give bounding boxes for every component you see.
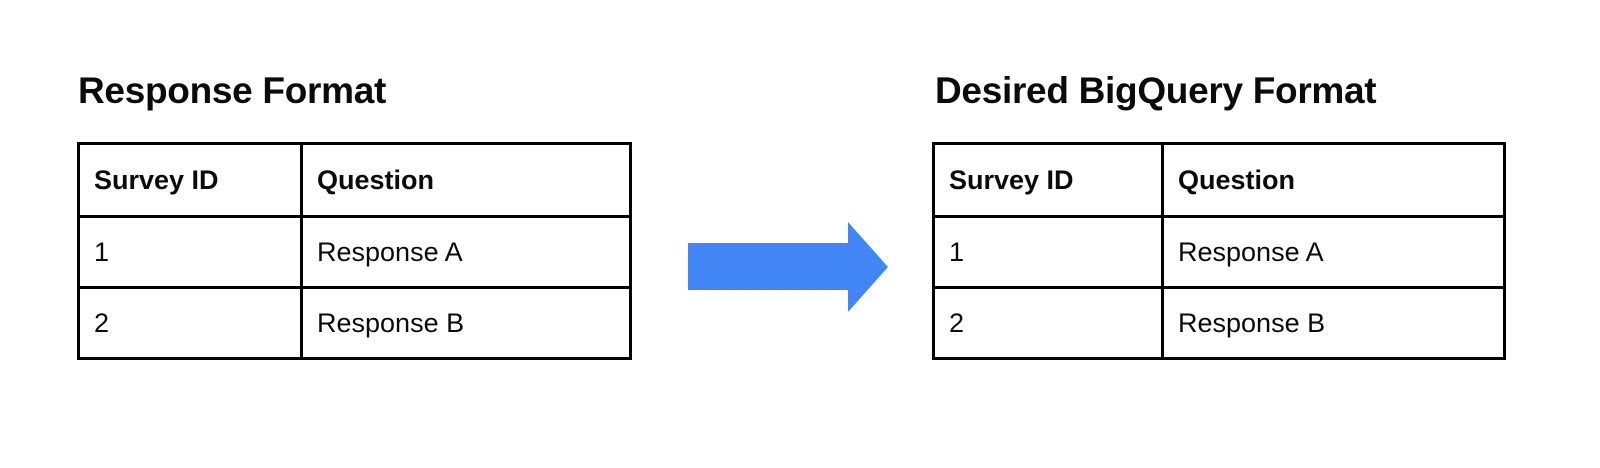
table-desired-bigquery-format: Survey ID Question 1 Response A 2 Respon… <box>932 142 1506 360</box>
page-title-response-format: Response Format <box>78 70 387 111</box>
cell-survey-id: 1 <box>77 215 303 289</box>
cell-survey-id: 2 <box>77 286 303 360</box>
column-header-survey-id: Survey ID <box>932 142 1164 218</box>
column-header-question: Question <box>300 142 632 218</box>
table-row: 2 Response B <box>932 286 1506 360</box>
cell-question: Response B <box>300 286 632 360</box>
cell-survey-id: 1 <box>932 215 1164 289</box>
column-header-survey-id: Survey ID <box>77 142 303 218</box>
table-row: 1 Response A <box>77 215 632 289</box>
table-header-row: Survey ID Question <box>77 142 632 218</box>
right-arrow-icon <box>676 212 896 322</box>
table-header-row: Survey ID Question <box>932 142 1506 218</box>
right-arrow-shape <box>688 222 888 312</box>
panel-desired-bigquery-format: Desired BigQuery Format Survey ID Questi… <box>900 0 1600 468</box>
column-header-question: Question <box>1161 142 1506 218</box>
table-row: 1 Response A <box>932 215 1506 289</box>
page-title-desired-bigquery-format: Desired BigQuery Format <box>935 70 1377 111</box>
panel-response-format: Response Format Survey ID Question 1 Res… <box>0 0 660 468</box>
cell-question: Response A <box>300 215 632 289</box>
table-response-format: Survey ID Question 1 Response A 2 Respon… <box>77 142 632 360</box>
right-arrow-polygon <box>688 222 888 312</box>
cell-question: Response B <box>1161 286 1506 360</box>
cell-survey-id: 2 <box>932 286 1164 360</box>
table-row: 2 Response B <box>77 286 632 360</box>
cell-question: Response A <box>1161 215 1506 289</box>
